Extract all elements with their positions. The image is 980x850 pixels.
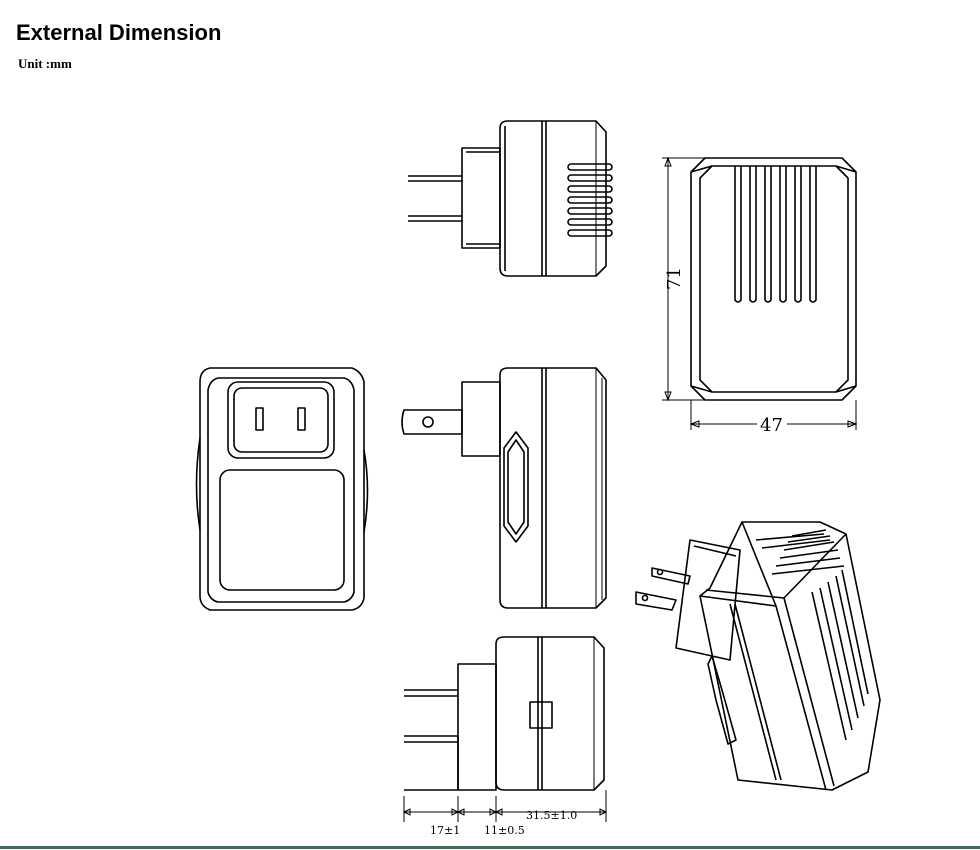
back-vents	[734, 166, 817, 303]
front-view	[195, 367, 369, 611]
prong-length-dimension: 17±1	[430, 824, 460, 837]
page-title: External Dimension	[16, 20, 222, 45]
side-vents	[567, 163, 613, 237]
depth-dimension: 31.5±1.0	[526, 809, 577, 822]
isometric-view	[635, 521, 881, 791]
top-side-view	[408, 120, 613, 277]
bottom-side-view: 31.5±1.0 17±1 11±0.5	[402, 636, 608, 837]
back-view: 71 47	[662, 156, 858, 436]
unit-label: Unit :mm	[18, 56, 72, 71]
height-dimension: 71	[664, 267, 685, 290]
middle-side-view	[401, 367, 607, 609]
footer-rule	[0, 846, 980, 849]
iso-vents	[771, 529, 869, 741]
width-dimension: 47	[760, 415, 783, 436]
base-thickness-dimension: 11±0.5	[484, 824, 525, 837]
